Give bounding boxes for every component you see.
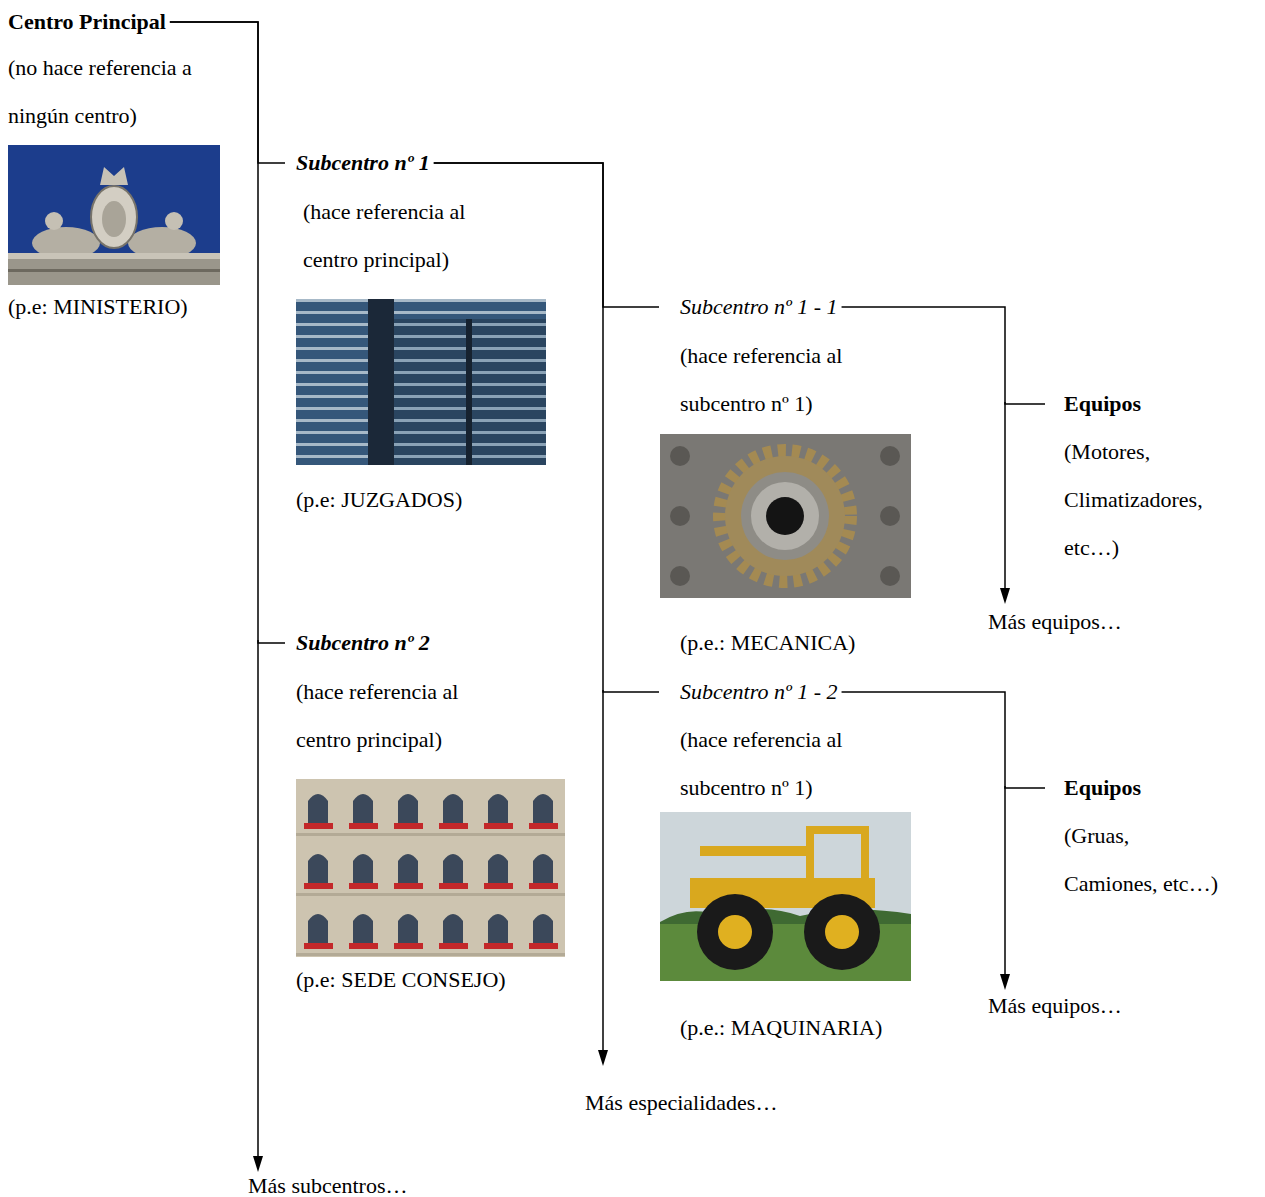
sky	[8, 145, 220, 285]
statue-head	[165, 212, 183, 230]
node-note: (p.e.: MAQUINARIA)	[680, 1004, 882, 1052]
trunk-line	[257, 640, 259, 1160]
tree-connector	[842, 692, 1045, 788]
building-gap	[368, 299, 394, 465]
node-title: Subcentro nº 1 - 2	[680, 668, 838, 716]
tree-connector	[434, 163, 659, 692]
crown	[100, 167, 128, 185]
node-note: (Motores, Climatizadores, etc…)	[1064, 428, 1224, 572]
truck-photo	[660, 812, 911, 981]
plate-hole	[670, 566, 690, 586]
tree-connector	[170, 22, 285, 163]
tree-connector	[434, 163, 659, 307]
gear-teeth	[721, 452, 849, 580]
glass-facade	[296, 299, 546, 465]
hub	[825, 915, 859, 949]
tree-node: Subcentro nº 1 - 2(hace referencia al su…	[660, 668, 932, 1058]
tree-node: Centro Principal(no hace referencia a ni…	[4, 0, 228, 333]
tree-node: Subcentro nº 1(hace referencia al centro…	[286, 130, 556, 526]
facade	[296, 779, 565, 957]
plate-hole	[670, 506, 690, 526]
tree-node: Equipos(Motores, Climatizadores, etc…)	[1046, 380, 1246, 575]
node-title: Subcentro nº 2	[296, 619, 430, 667]
cartouche	[91, 186, 137, 248]
cornice-line	[8, 269, 220, 272]
node-note: (hace referencia al subcentro nº 1)	[680, 332, 885, 428]
truck-cab	[810, 830, 865, 882]
continuation-label: Más especialidades…	[585, 1090, 777, 1116]
glass-building-photo	[296, 299, 546, 465]
metal-plate	[660, 434, 911, 598]
trunk-line	[1004, 786, 1006, 978]
tree-connector	[842, 307, 1045, 404]
gear-body	[725, 456, 845, 576]
tree-connector	[170, 22, 285, 643]
node-title: Equipos	[1064, 380, 1141, 428]
node-note: (p.e: JUZGADOS)	[296, 476, 462, 524]
ministry-photo	[8, 145, 220, 285]
shield	[102, 201, 126, 237]
node-note: (p.e: SEDE CONSEJO)	[296, 956, 506, 1004]
node-title: Centro Principal	[8, 0, 166, 46]
node-note: (Gruas, Camiones, etc…)	[1064, 812, 1224, 908]
bearing-ring	[751, 482, 819, 550]
plate-hole	[880, 506, 900, 526]
gear-photo	[660, 434, 911, 598]
node-title: Subcentro nº 1 - 1	[680, 283, 838, 331]
facade-photo	[296, 779, 565, 957]
wheel	[804, 894, 880, 970]
continuation-label: Más equipos…	[988, 609, 1122, 635]
glass-facade	[394, 319, 546, 465]
cornice	[8, 259, 220, 285]
continuation-label: Más equipos…	[988, 993, 1122, 1019]
bearing	[741, 472, 829, 560]
hub	[718, 915, 752, 949]
node-note: (hace referencia al centro principal)	[303, 188, 508, 284]
trunk-line	[1004, 402, 1006, 592]
plate-hole	[880, 446, 900, 466]
wheel	[697, 894, 773, 970]
continuation-label: Más subcentros…	[248, 1173, 407, 1197]
tree-node: Subcentro nº 1 - 1(hace referencia al su…	[660, 280, 922, 669]
node-title: Equipos	[1064, 764, 1141, 812]
node-title: Subcentro nº 1	[296, 139, 430, 187]
mullion	[466, 319, 472, 465]
cornice	[8, 253, 220, 259]
node-note: (p.e.: MECANICA)	[680, 619, 855, 667]
node-note: (hace referencia al centro principal)	[296, 668, 501, 764]
bore	[766, 497, 804, 535]
plate-hole	[670, 446, 690, 466]
node-note: (hace referencia al subcentro nº 1)	[680, 716, 885, 812]
node-note: (p.e: MINISTERIO)	[8, 283, 188, 331]
truck-boom	[700, 846, 812, 856]
arrowhead	[598, 1050, 608, 1066]
tree-node: Equipos(Gruas, Camiones, etc…)	[1046, 764, 1246, 914]
arrowhead	[1000, 588, 1010, 604]
node-note: (no hace referencia a ningún centro)	[8, 44, 218, 140]
plate-hole	[880, 566, 900, 586]
tree-node: Subcentro nº 2(hace referencia al centro…	[286, 610, 571, 1006]
arrowhead	[253, 1156, 263, 1172]
trunk-line	[602, 690, 604, 1054]
statue-head	[45, 212, 63, 230]
arrowhead	[1000, 974, 1010, 990]
